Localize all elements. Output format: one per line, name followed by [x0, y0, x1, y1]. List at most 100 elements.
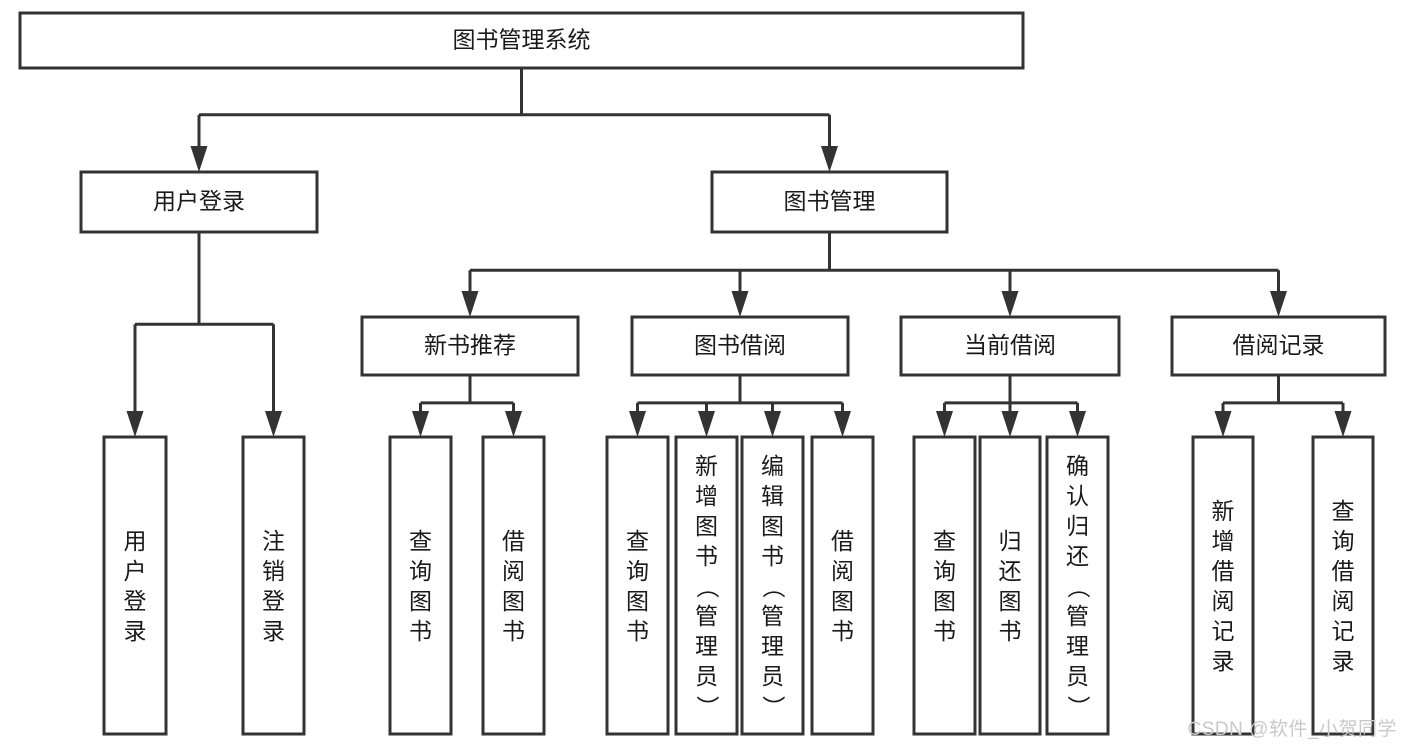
node-label-char: 新 [1212, 498, 1235, 524]
arrow-head-icon [731, 291, 749, 317]
node-box [605, 435, 670, 736]
node-label-char: 编 [761, 453, 784, 479]
node-label-char: 书 [626, 618, 649, 644]
node-l3_0[interactable]: 新书推荐 [360, 315, 580, 377]
node-label: 用户登录 [153, 188, 245, 214]
node-box [241, 435, 306, 736]
node-label-char: 阅 [831, 558, 854, 584]
node-label-char: 新 [695, 453, 718, 479]
node-label-char: 归 [1066, 513, 1089, 539]
node-label-char: 查 [933, 528, 956, 554]
node-label-char: 阅 [1332, 588, 1355, 614]
node-label-char: 查 [626, 528, 649, 554]
node-label-char: 录 [124, 618, 147, 644]
node-root[interactable]: 图书管理系统 [18, 11, 1025, 70]
node-label-char: 登 [124, 588, 147, 614]
node-label: 新书推荐 [424, 332, 516, 358]
node-label: 图书管理 [784, 188, 876, 214]
node-box [899, 315, 1121, 377]
node-l3_2[interactable]: 当前借阅 [899, 315, 1121, 377]
node-label-char: 图 [502, 588, 525, 614]
node-label-char: 还 [1066, 543, 1089, 569]
arrow-head-icon [265, 411, 282, 437]
arrow-head-icon [505, 411, 522, 437]
node-l3_3[interactable]: 借阅记录 [1170, 315, 1387, 377]
arrow-head-icon [412, 411, 429, 437]
node-label-char: 记 [1332, 618, 1355, 644]
node-label-char: 员 [761, 663, 784, 689]
node-label-char: 书 [999, 618, 1022, 644]
arrow-head-icon [126, 411, 144, 437]
node-label-char: 理 [695, 633, 718, 659]
node-box [810, 435, 875, 736]
node-label-char: 书 [695, 543, 718, 569]
connector-layer [126, 68, 1352, 437]
node-label-char: 员 [1066, 663, 1089, 689]
node-label-char: （ [695, 575, 721, 598]
node-box [79, 170, 319, 234]
node-label-char: 还 [999, 558, 1022, 584]
node-label-char: 借 [502, 528, 525, 554]
node-leaf_0[interactable]: 用户登录 [102, 435, 168, 736]
node-box [388, 435, 453, 736]
node-label-char: 归 [999, 528, 1022, 554]
arrow-head-icon [764, 411, 781, 437]
node-box [1191, 435, 1255, 736]
node-label-char: 理 [1066, 633, 1089, 659]
node-label-char: ） [695, 695, 721, 718]
node-label-char: 查 [409, 528, 432, 554]
arrow-head-icon [821, 146, 838, 172]
node-box [360, 315, 580, 377]
node-label-char: 图 [933, 588, 956, 614]
node-l2_1[interactable]: 图书管理 [710, 170, 949, 234]
node-label-char: 图 [626, 588, 649, 614]
node-label-char: 书 [831, 618, 854, 644]
node-label-char: 管 [695, 603, 718, 629]
node-l2_0[interactable]: 用户登录 [79, 170, 319, 234]
node-l3_1[interactable]: 图书借阅 [630, 315, 850, 377]
node-label-char: （ [761, 575, 787, 598]
node-box [978, 435, 1042, 736]
node-label-char: ） [1066, 695, 1092, 718]
arrow-head-icon [1270, 291, 1287, 317]
node-label-char: 增 [695, 483, 718, 509]
node-label-char: 图 [831, 588, 854, 614]
node-box [912, 435, 977, 736]
node-label-char: 录 [262, 618, 285, 644]
node-label-char: 图 [999, 588, 1022, 614]
node-label-char: 借 [1332, 558, 1355, 584]
node-label-char: 书 [933, 618, 956, 644]
node-label-char: 登 [262, 588, 285, 614]
node-label-char: 询 [1332, 528, 1355, 554]
node-label-char: 认 [1066, 483, 1089, 509]
arrow-head-icon [1001, 411, 1019, 437]
node-label-char: 书 [409, 618, 432, 644]
node-label-char: （ [1066, 575, 1092, 598]
node-label-char: 图 [409, 588, 432, 614]
node-label-char: 户 [124, 558, 147, 584]
node-box [740, 435, 805, 736]
arrow-head-icon [834, 411, 851, 437]
node-label: 图书借阅 [694, 332, 786, 358]
node-label-char: 书 [502, 618, 525, 644]
node-box [1045, 435, 1110, 736]
node-label-char: 管 [1066, 603, 1089, 629]
node-label-char: 管 [761, 603, 784, 629]
node-box [1170, 315, 1387, 377]
node-label-char: 图 [695, 513, 718, 539]
node-label-char: 用 [124, 528, 147, 554]
node-box [630, 315, 850, 377]
